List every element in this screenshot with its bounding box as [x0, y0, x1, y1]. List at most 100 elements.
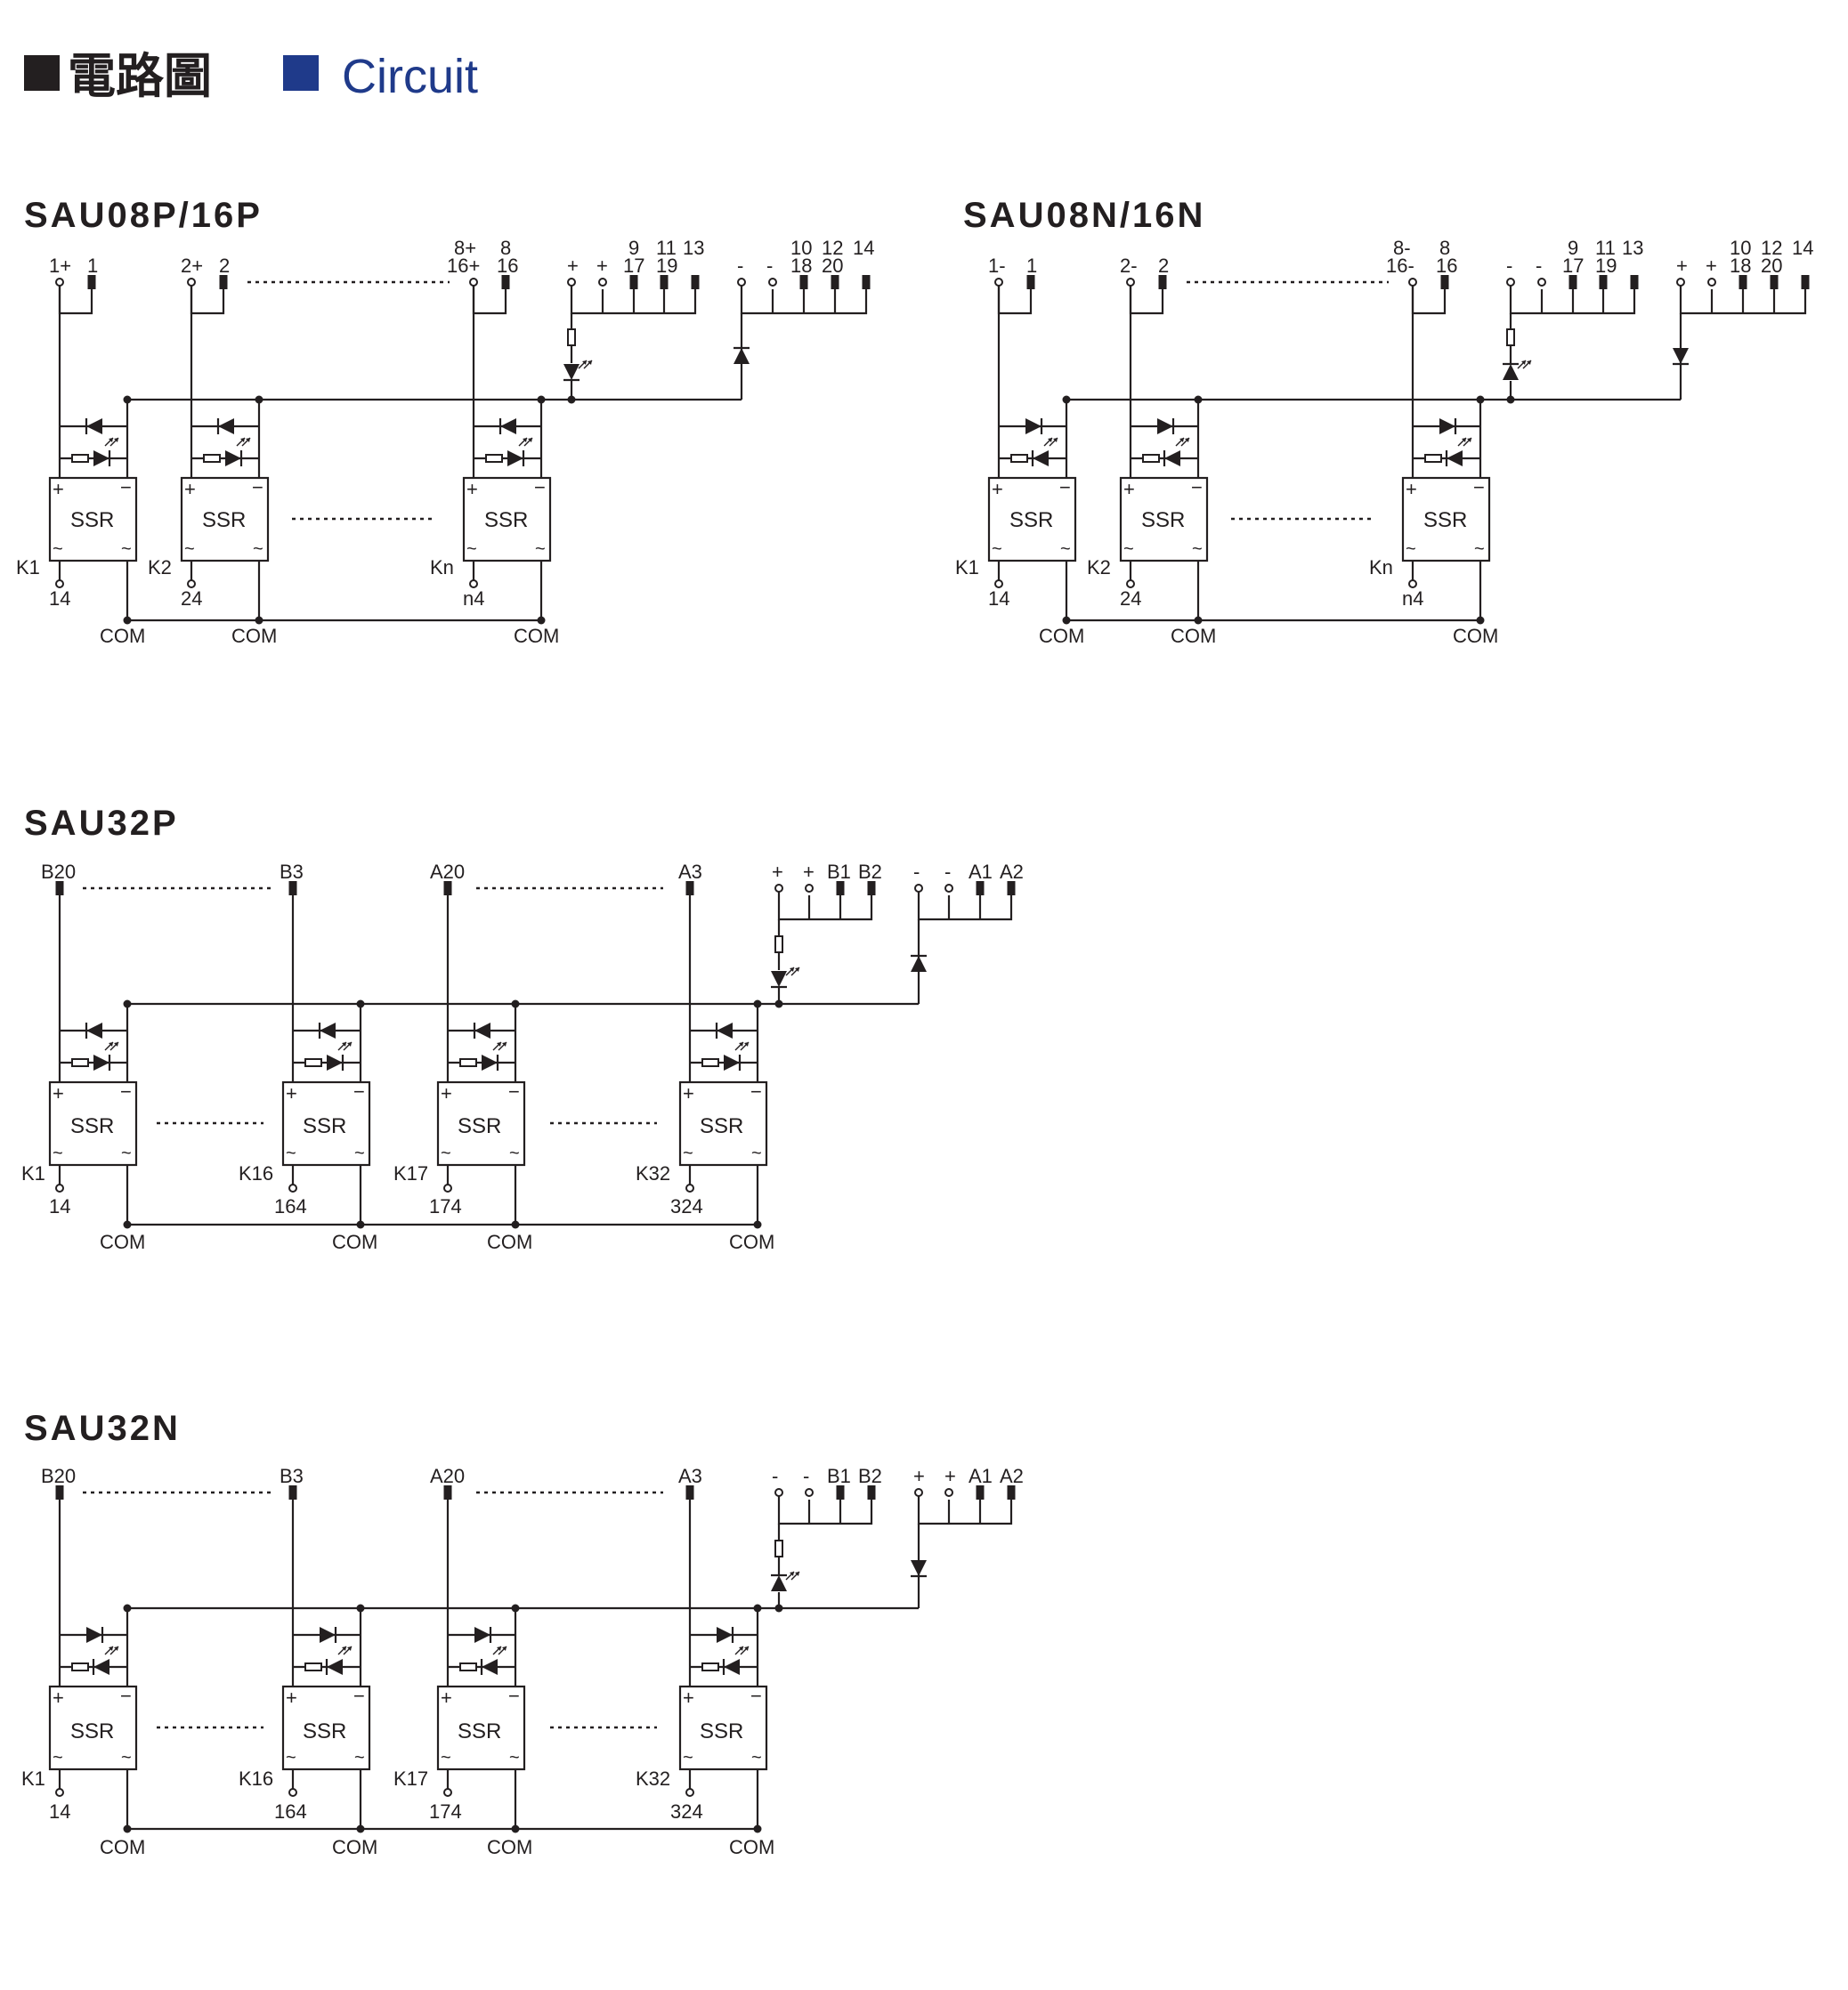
ssr-label: SSR	[458, 1719, 501, 1743]
led-triangle	[507, 450, 523, 466]
page-header: 電路圖 Circuit	[24, 50, 478, 103]
diode-triangle	[218, 418, 234, 434]
com-label: COM	[100, 1231, 145, 1253]
open-terminal	[187, 579, 196, 588]
group-bridge	[917, 1496, 1013, 1525]
resistor	[459, 1662, 477, 1671]
pin-terminal	[219, 275, 228, 289]
pin-terminal	[836, 881, 845, 895]
led-ray-head	[739, 1042, 743, 1047]
pin-terminal	[691, 275, 700, 289]
terminal-label: -	[737, 255, 743, 277]
pin-terminal	[1007, 1485, 1016, 1500]
open-terminal	[469, 579, 478, 588]
ssr-ac-label: ~	[509, 1144, 520, 1163]
ssr-module	[1401, 476, 1491, 562]
led-ray-head	[790, 967, 794, 972]
diode-triangle	[474, 1023, 490, 1039]
resistor	[701, 1058, 719, 1067]
ssr-ac-label: ~	[1060, 539, 1071, 559]
terminal-label: 13	[683, 237, 704, 259]
ssr-plus-label: +	[53, 1082, 64, 1104]
resistor	[1142, 454, 1160, 463]
open-terminal	[55, 579, 64, 588]
input-label: B3	[280, 861, 304, 883]
ssr-minus-label: −	[1191, 476, 1203, 498]
relay-label: K1	[955, 556, 979, 578]
led-triangle	[1164, 450, 1180, 466]
com-label: COM	[100, 1836, 145, 1858]
ssr-texts: SSR SSR SSR	[1009, 508, 1467, 532]
block-title-sau08n: SAU08N/16N	[963, 196, 1205, 235]
input-label: 2	[1158, 255, 1169, 277]
open-terminal	[598, 278, 607, 287]
led-ray-head	[1467, 438, 1471, 442]
ssr-label: SSR	[484, 508, 528, 532]
pin-terminal	[501, 275, 510, 289]
pin-terminal	[836, 1485, 845, 1500]
led-triangle	[724, 1659, 740, 1675]
ssr-ac-label: ~	[1192, 539, 1203, 559]
led-ray-head	[1179, 438, 1184, 442]
ssr-label: SSR	[70, 1719, 114, 1743]
com-label: COM	[332, 1231, 377, 1253]
ssr-ac-label: ~	[253, 539, 263, 559]
led-ray-head	[342, 1042, 346, 1047]
led-ray-head	[1053, 438, 1058, 442]
ssr-ac-label: ~	[509, 1748, 520, 1768]
open-terminal	[944, 884, 953, 893]
led-ray-head	[744, 1646, 749, 1651]
open-terminal	[914, 884, 923, 893]
open-terminal	[737, 278, 746, 287]
input-label: 1	[87, 255, 98, 277]
resistor	[774, 935, 783, 953]
input-label: 8	[500, 237, 511, 259]
return-diode	[734, 348, 750, 364]
input-label: 2+	[181, 255, 203, 277]
ssr-plus-label: +	[286, 1082, 297, 1104]
block-title-sau32p: SAU32P	[24, 804, 179, 843]
resistor	[203, 454, 221, 463]
relay-label: K16	[239, 1162, 273, 1185]
pin-terminal	[1568, 275, 1577, 289]
pin-terminal	[443, 881, 452, 895]
input-bridge	[1411, 286, 1447, 315]
ssr-label: SSR	[1141, 508, 1185, 532]
ssr-label: SSR	[700, 1114, 743, 1138]
header-title-zh: 電路圖	[68, 50, 212, 103]
open-terminal	[805, 884, 814, 893]
ssr-ac-label: ~	[751, 1144, 762, 1163]
terminal-label: A1	[969, 1465, 993, 1487]
ssr-plus-label: +	[184, 478, 196, 500]
diode-triangle	[717, 1627, 733, 1643]
return-diode	[911, 1560, 927, 1576]
resistor	[1506, 328, 1515, 346]
terminal-label: -	[1506, 255, 1512, 277]
ssr-ac-label: ~	[441, 1748, 451, 1768]
input-label: 1	[1026, 255, 1037, 277]
led-triangle	[327, 1055, 343, 1071]
ssr-plus-label: +	[1406, 478, 1417, 500]
output-label: 24	[181, 587, 202, 610]
open-terminal	[1707, 278, 1716, 287]
com-label: COM	[100, 625, 145, 647]
resistor	[71, 454, 89, 463]
relay-label: K2	[148, 556, 172, 578]
open-terminal	[805, 1488, 814, 1497]
com-label: COM	[729, 1231, 774, 1253]
terminal-label: 9	[628, 237, 639, 259]
terminal-label: -	[766, 255, 773, 277]
pin-terminal	[862, 275, 871, 289]
ssr-module	[462, 476, 552, 562]
ssr-minus-label: −	[120, 476, 132, 498]
block-sau32n: B20 B3 A20 A3 - - B1 B2 + + A1 A2 K1 K16…	[21, 1465, 1024, 1858]
ssr-minus-label: −	[353, 1080, 365, 1103]
ssr-label: SSR	[70, 1114, 114, 1138]
terminal-label: 20	[1761, 255, 1782, 277]
led-ray-head	[795, 967, 799, 972]
output-label: 174	[429, 1195, 462, 1217]
terminal-label: B2	[858, 1465, 882, 1487]
open-terminal	[55, 1788, 64, 1797]
led-ray-head	[497, 1042, 501, 1047]
